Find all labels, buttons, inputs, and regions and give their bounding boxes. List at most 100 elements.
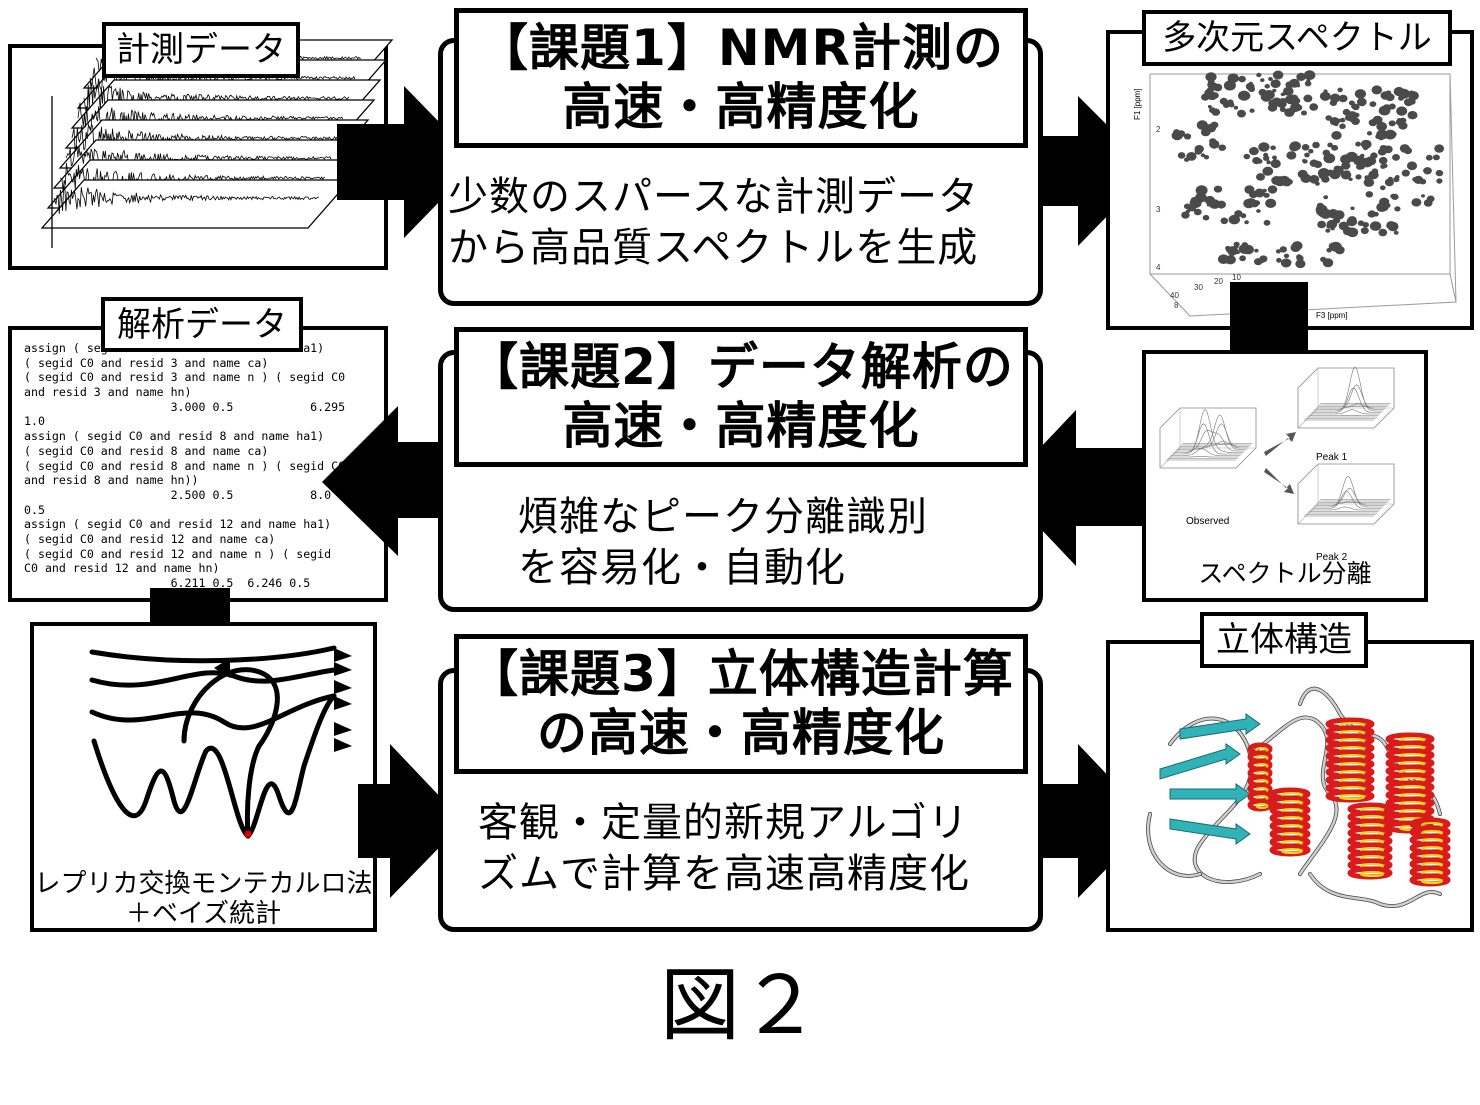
spectrum-peak-blob: [1225, 247, 1232, 253]
spectrum-peak-blob: [1348, 100, 1355, 106]
peak2-label: Peak 2: [1316, 552, 1348, 563]
task2-title: 【課題2】データ解析の 高速・高精度化: [454, 327, 1028, 467]
spectrum-peak-blob: [1419, 178, 1427, 185]
arrow-task2-to-analysis: [322, 406, 464, 556]
spectrum-peak-blob: [1271, 176, 1282, 185]
spectrum-peak-blob: [1290, 102, 1302, 112]
spectrum-peak-blob: [1223, 102, 1230, 108]
spectrum-tick-left: 2: [1156, 125, 1161, 134]
spectrum-peak-blob: [1207, 199, 1213, 204]
spectrum-peak-blob: [1290, 79, 1299, 86]
spectrum-peak-blob: [1276, 257, 1282, 263]
spectrum-peak-blob: [1190, 197, 1199, 204]
spectrum-peak-blob: [1296, 72, 1306, 81]
code-line: 1.0: [24, 414, 45, 429]
spectrum-peak-blob: [1285, 259, 1292, 265]
spectrum-peak-blob: [1267, 185, 1278, 194]
spectrum-peak-blob: [1380, 164, 1386, 169]
code-line: 3.000 0.5 6.295: [24, 399, 346, 414]
separation-arrow-down: [1264, 468, 1294, 494]
spectrum-peak-blob: [1264, 84, 1270, 89]
spectrum-peak-blob: [1256, 158, 1263, 164]
spectrum-peak-blob: [1306, 79, 1311, 83]
spectrum-peak-blob: [1350, 206, 1355, 211]
spectrum-peak-blob: [1317, 208, 1328, 218]
analysis-data-panel: assign ( segid C0 and resid 3 and name h…: [8, 326, 388, 602]
spectrum-peak-blob: [1256, 209, 1261, 213]
spectrum-3d-plot: F1 [ppm] F3 [ppm] 2 3 4 8 6 4 40 30 20 1…: [1133, 70, 1457, 320]
spectrum-peak-blob: [1188, 205, 1197, 212]
spectrum-peak-blob: [1244, 220, 1249, 225]
right-connector: [1230, 282, 1308, 362]
spectrum-peak-blob: [1304, 80, 1312, 87]
spectrum-peak-blob: [1329, 117, 1340, 126]
separation-caption: スペクトル分離: [1198, 559, 1372, 588]
spectrum-peak-blob: [1210, 121, 1219, 129]
spectrum-peak-blob: [1369, 101, 1377, 107]
code-line: 0.5: [24, 502, 45, 517]
measurement-data-panel: [8, 39, 394, 270]
peak1-label: Peak 1: [1316, 452, 1348, 463]
spectrum-peak-blob: [1396, 106, 1408, 116]
spectrum-peak-blob: [1391, 131, 1397, 137]
separation-panel: Observed Peak 1 Peak 2 スペクトル分離: [1142, 350, 1428, 602]
spectrum-peak-blob: [1259, 255, 1268, 263]
figure-label: 図２: [660, 959, 820, 1052]
spectrum-peak-blob: [1387, 221, 1399, 232]
spectrum-peak-blob: [1323, 169, 1331, 177]
spectrum-peak-blob: [1280, 92, 1286, 97]
spectrum-peak-blob: [1209, 139, 1220, 149]
spectrum-peak-blob: [1376, 121, 1388, 132]
spectrum-peak-blob: [1323, 89, 1328, 93]
spectrum-peak-blob: [1330, 241, 1342, 252]
spectrum-peak-blob: [1258, 142, 1270, 152]
spectrum-peak-blob: [1399, 117, 1407, 124]
spectrum-peak-blob: [1378, 156, 1388, 165]
spectrum-peak-blob: [1399, 144, 1410, 153]
spectrum-peak-blob: [1376, 129, 1388, 140]
spectrum-tick-depth: 30: [1194, 283, 1203, 292]
spectrum-peak-blob: [1237, 109, 1246, 118]
spectrum-peak-blob: [1341, 161, 1351, 170]
separation-arrow-up: [1264, 432, 1296, 456]
spectrum-axis-f3: F3 [ppm]: [1316, 311, 1348, 320]
spectrum-peak-blob: [1365, 191, 1374, 198]
code-line: and resid 3 and name hn): [24, 385, 192, 400]
code-line: ( segid C0 and resid 12 and name ca): [24, 531, 276, 546]
spectrum-tick-depth: 10: [1232, 273, 1241, 282]
spectrum-peak-blob: [1391, 193, 1399, 200]
spectrum-peak-blob: [1245, 82, 1255, 91]
spectrum-peak-blob: [1220, 217, 1229, 225]
code-line: 2.500 0.5 8.0: [24, 487, 332, 502]
spectrum-peak-blob: [1301, 144, 1310, 151]
spectrum-peak-blob: [1196, 120, 1208, 130]
spectrum-peak-blob: [1209, 107, 1216, 114]
spectrum-peak-blob: [1388, 120, 1396, 127]
spectrum-peak-blob: [1423, 167, 1432, 175]
spectrum-peak-blob: [1254, 248, 1259, 253]
spectrum-peak-blob: [1304, 152, 1310, 158]
spectrum-peak-blob: [1347, 216, 1357, 224]
spectrum-peak-blob: [1263, 152, 1269, 158]
structure-tag: 立体構造: [1200, 612, 1368, 668]
spectrum-peak-blob: [1283, 86, 1294, 96]
beta-sheet-strand: [1169, 818, 1251, 845]
spectrum-peak-blob: [1373, 211, 1379, 217]
spectrum-peak-blob: [1371, 85, 1383, 95]
spectrum-peak-blob: [1195, 185, 1208, 196]
spectrum-peak-blob: [1270, 79, 1281, 88]
code-line: ( segid C0 and resid 8 and name n ) ( se…: [24, 458, 346, 473]
spectrum-peak-blob: [1336, 118, 1342, 123]
spectrum-peak-blob: [1330, 226, 1335, 231]
spectrum-peak-blob: [1243, 153, 1251, 160]
spectrum-peak-blob: [1238, 75, 1246, 83]
spectrum-peak-blob: [1315, 181, 1320, 186]
replica-caption: レプリカ交換モンテカルロ法 ＋ベイズ統計: [34, 869, 373, 929]
spectrum-peak-blob: [1272, 70, 1284, 80]
spectrum-peak-blob: [1425, 154, 1433, 161]
spectrum-peak-blob: [1340, 170, 1352, 180]
spectrum-peak-blob: [1270, 145, 1276, 151]
spectrum-peak-blob: [1313, 160, 1323, 168]
spectrum-peak-blob: [1228, 214, 1240, 225]
spectrum-peak-blob: [1435, 169, 1444, 177]
